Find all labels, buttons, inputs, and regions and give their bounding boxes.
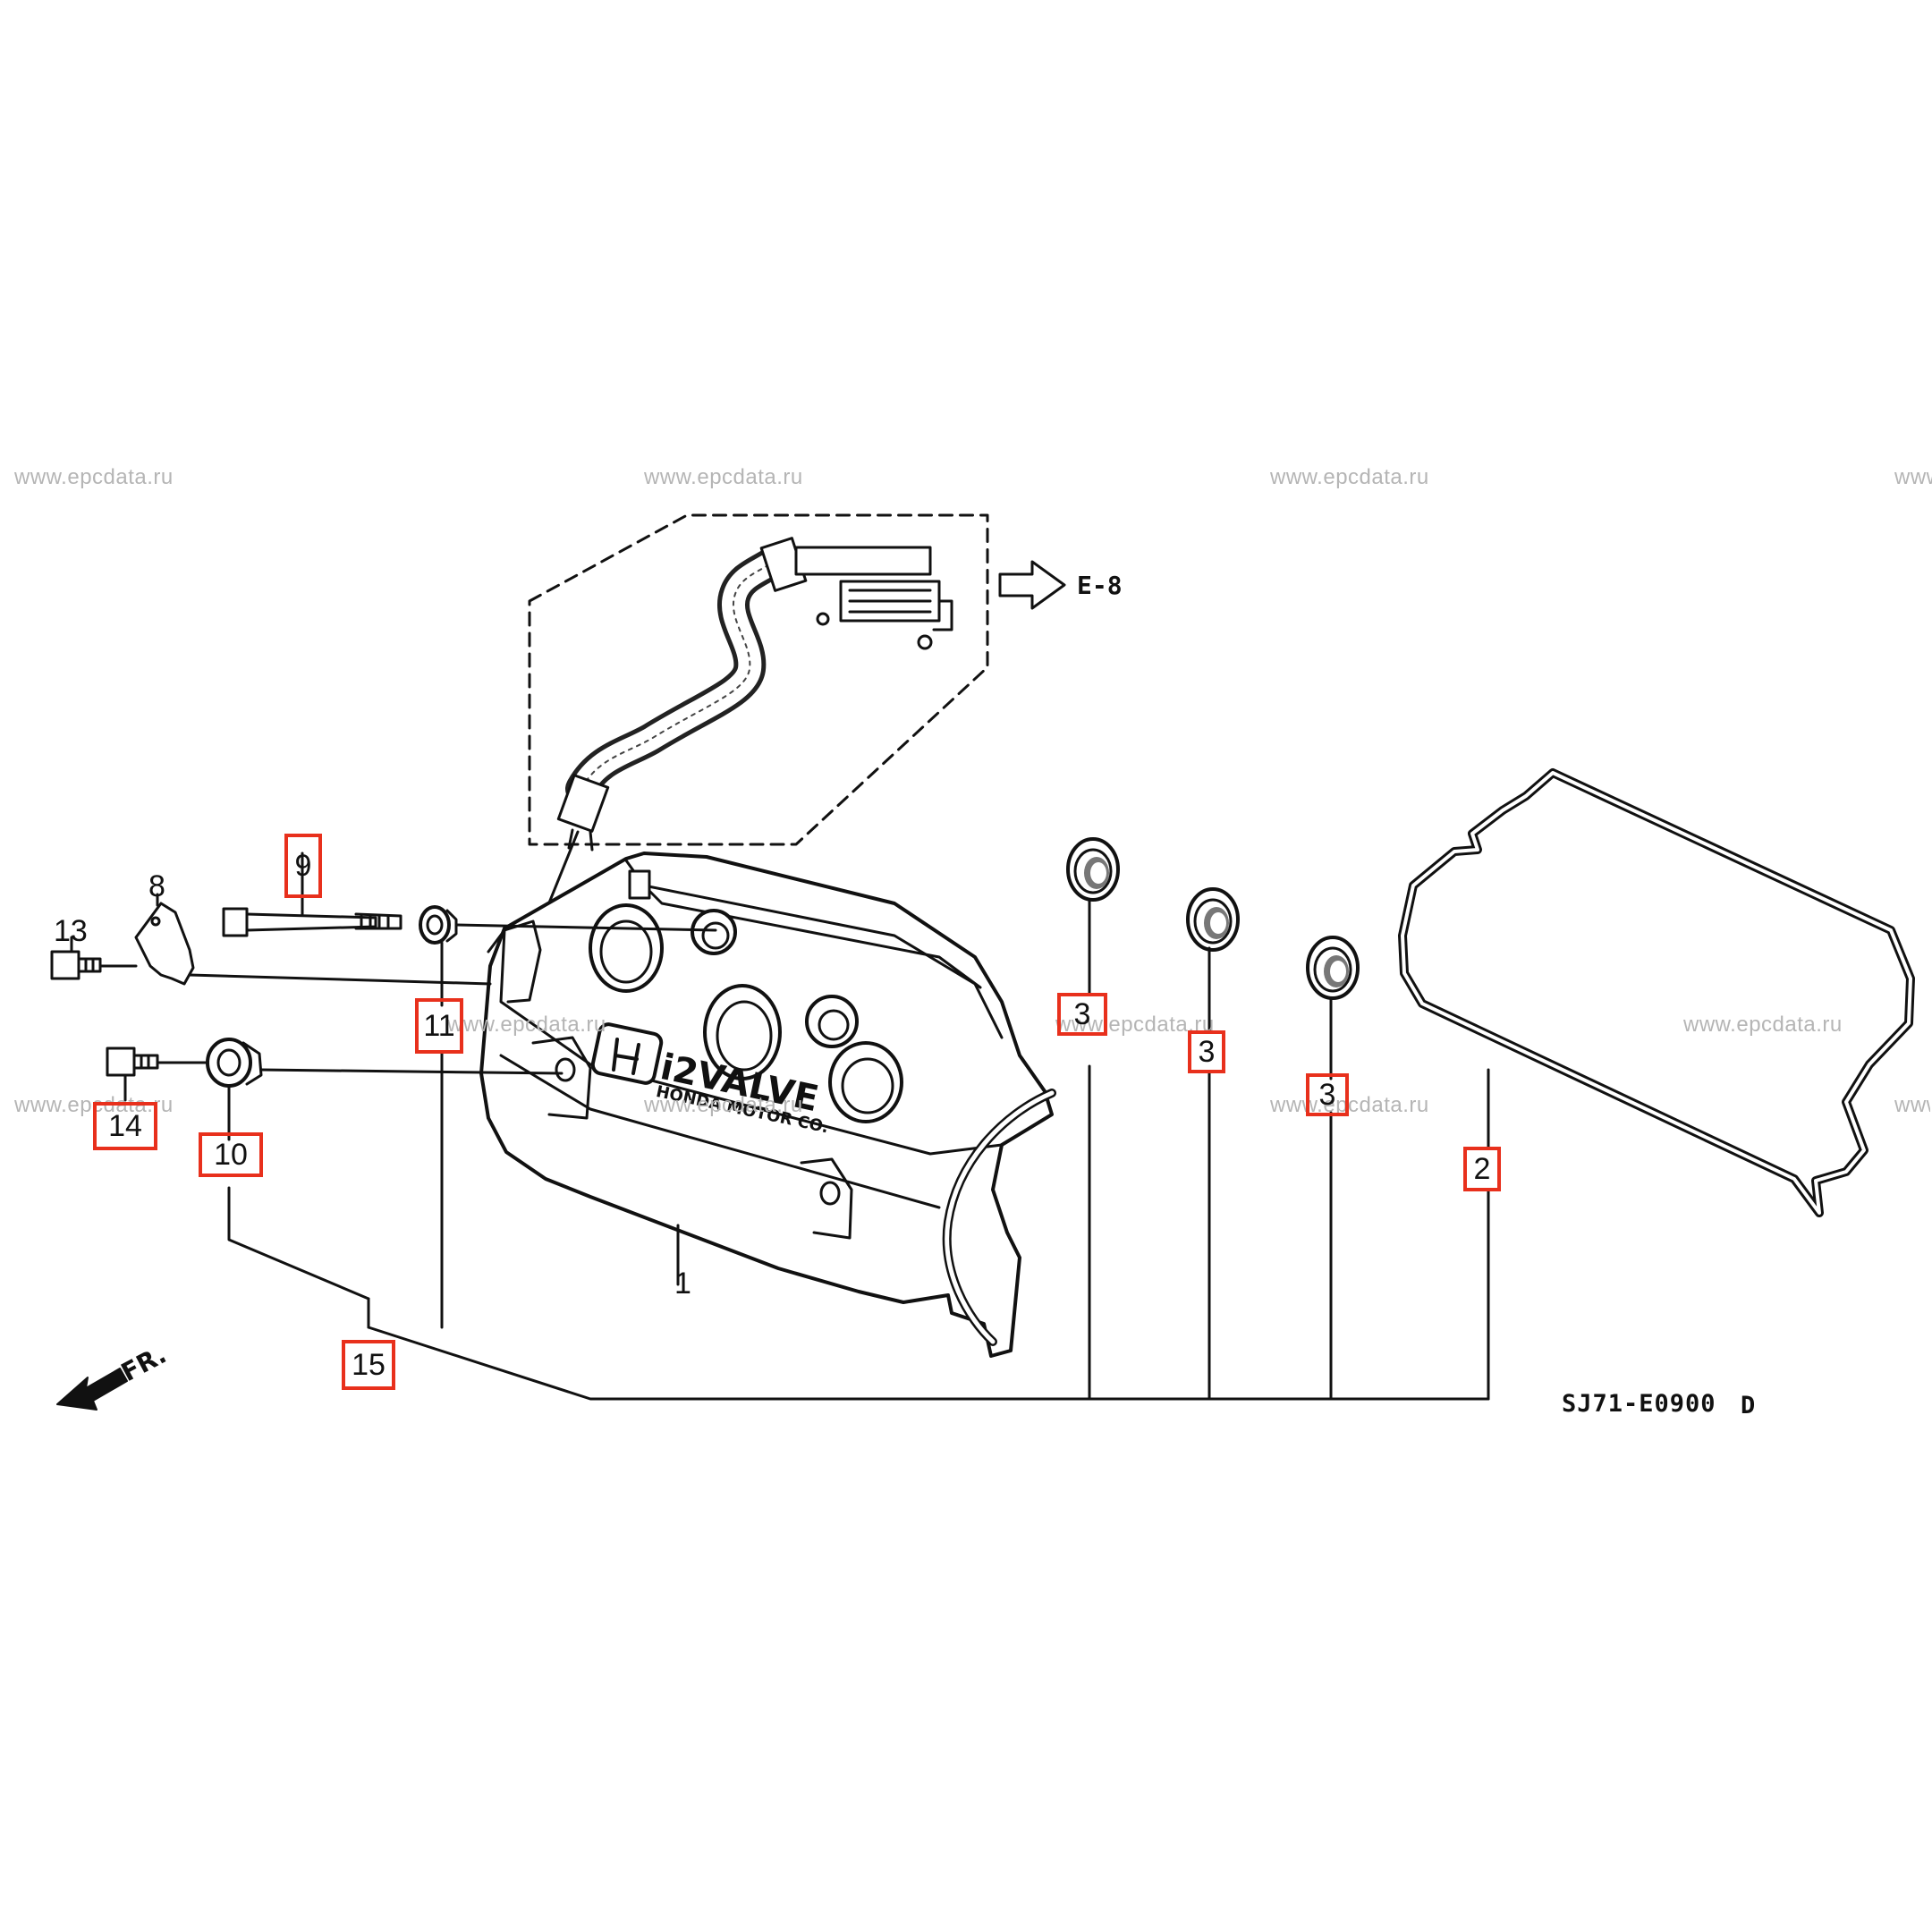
part-label-13: 13 (54, 914, 88, 948)
honda-logo (590, 1022, 664, 1085)
watermark: www.epcdata.ru (644, 465, 803, 489)
watermark: www.epcdata.ru (1270, 1093, 1429, 1117)
part-label-8: 8 (148, 869, 165, 903)
bolt-13 (50, 950, 102, 980)
plug-hole-5 (828, 1041, 903, 1123)
watermark: www.epcdata.ru (447, 1013, 606, 1037)
seal-ring-2 (1186, 887, 1240, 952)
diagram-rev: D (1741, 1392, 1757, 1419)
hose-end-fitting (556, 774, 610, 833)
front-direction-arrow (56, 1368, 128, 1411)
grommet-large (206, 1038, 263, 1088)
bolt-long (222, 907, 402, 937)
part-callout-10[interactable]: 10 (199, 1132, 263, 1177)
breather-group-dashed-box (528, 513, 989, 846)
seal-ring-1 (1066, 837, 1120, 902)
part-callout-3b[interactable]: 3 (1188, 1030, 1225, 1073)
part-label-1: 1 (674, 1267, 691, 1301)
part-callout-2[interactable]: 2 (1463, 1147, 1501, 1191)
diagram-code: SJ71-E0900 (1562, 1390, 1716, 1418)
part-callout-3c[interactable]: 3 (1306, 1073, 1349, 1116)
watermark: www (1894, 465, 1932, 489)
seal-ring-3 (1306, 936, 1360, 1000)
watermark: www.epcdata.ru (1270, 465, 1429, 489)
reference-arrow (998, 560, 1066, 610)
watermark: www.epcdata.ru (1894, 1093, 1930, 1117)
grommet-small (419, 905, 458, 945)
part-callout-9[interactable]: 9 (284, 834, 322, 898)
reference-arrow-label: E-8 (1077, 571, 1123, 600)
part-callout-14[interactable]: 14 (93, 1102, 157, 1150)
part-callout-11[interactable]: 11 (415, 998, 463, 1054)
part-callout-15[interactable]: 15 (342, 1340, 395, 1390)
watermark: www.epcdata.ru (644, 1093, 803, 1117)
plug-hole-1 (589, 903, 664, 993)
bolt-14 (106, 1046, 159, 1077)
part-callout-3a[interactable]: 3 (1057, 993, 1107, 1036)
bracket (134, 902, 195, 986)
watermark: www.epcdata.ru (1683, 1013, 1843, 1037)
watermark: www.epcdata.ru (14, 465, 174, 489)
pcv-connector (794, 546, 932, 576)
